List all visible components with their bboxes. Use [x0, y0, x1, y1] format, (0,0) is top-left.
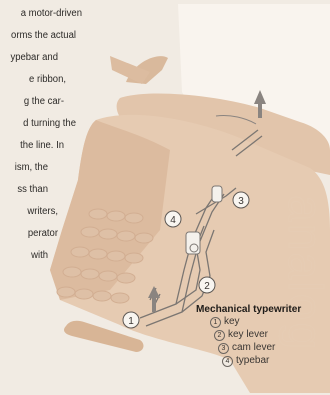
paragraph-line: a motor-driven — [4, 8, 82, 19]
key — [135, 233, 153, 243]
key — [75, 289, 93, 299]
callout-1: 1 — [123, 312, 139, 328]
key — [117, 273, 135, 283]
key — [99, 229, 117, 239]
key — [125, 213, 143, 223]
legend-label: key lever — [228, 329, 268, 340]
key — [107, 211, 125, 221]
legend-title: Mechanical typewriter — [196, 303, 321, 315]
key — [117, 231, 135, 241]
paragraph-line: g the car- — [3, 96, 64, 107]
legend-number: 2 — [214, 330, 225, 341]
key — [81, 227, 99, 237]
key — [89, 209, 107, 219]
callout-3-label: 3 — [238, 196, 244, 207]
key — [111, 293, 129, 303]
paragraph-line: with — [2, 250, 48, 261]
paragraph-line: ss than — [2, 184, 48, 195]
paragraph-line: ypebar and — [3, 52, 58, 63]
key — [99, 271, 117, 281]
legend-label: key — [224, 316, 240, 327]
key — [81, 269, 99, 279]
paragraph-line: d turning the — [4, 118, 76, 129]
paragraph-line: orms the actual — [4, 30, 76, 41]
callout-2-label: 2 — [204, 281, 210, 292]
callout-1-label: 1 — [128, 316, 134, 327]
legend-label: typebar — [236, 355, 269, 366]
legend-label: cam lever — [232, 342, 275, 353]
paragraph-line: perator — [3, 228, 58, 239]
key — [93, 291, 111, 301]
callout-4-label: 4 — [170, 215, 176, 226]
legend-number: 1 — [210, 317, 221, 328]
paragraph-line: the line. In — [3, 140, 64, 151]
paragraph-line: writers, — [3, 206, 58, 217]
key — [125, 253, 143, 263]
key — [107, 251, 125, 261]
legend-number: 3 — [218, 343, 229, 354]
callout-4: 4 — [165, 211, 181, 227]
legend-number: 4 — [222, 356, 233, 367]
callout-2: 2 — [199, 277, 215, 293]
key — [89, 249, 107, 259]
paragraph-line: ism, the — [2, 162, 48, 173]
callout-3: 3 — [233, 192, 249, 208]
paragraph-line: e ribbon, — [3, 74, 66, 85]
